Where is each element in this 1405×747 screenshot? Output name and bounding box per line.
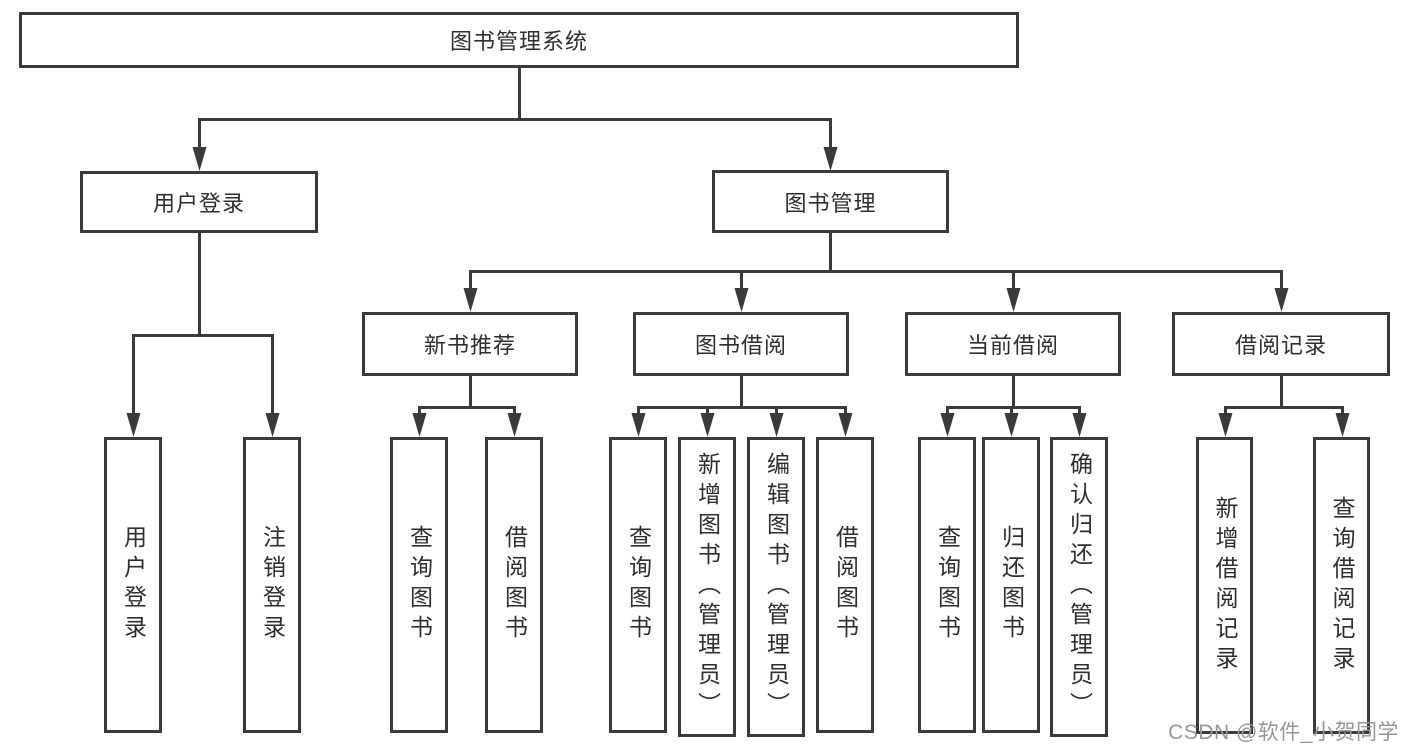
node-new-book-recommend: 新书推荐 <box>362 312 578 376</box>
node-new-book-recommend-label: 新书推荐 <box>423 333 516 358</box>
connector-current-borrow-to-children <box>940 376 1087 437</box>
node-user-login-label: 用户登录 <box>152 191 245 216</box>
leaf-borrow-add-book-admin: 新增图书（管理员） <box>678 437 736 737</box>
node-root: 图书管理系统 <box>19 12 1019 68</box>
leaf-record-query-record: 查询借阅记录 <box>1313 437 1370 734</box>
leaf-current-confirm-return-admin: 确认归还（管理员） <box>1050 437 1108 737</box>
node-current-borrow: 当前借阅 <box>905 312 1121 376</box>
node-user-login: 用户登录 <box>80 171 318 233</box>
arrowhead-down-icon <box>507 413 522 437</box>
connector-book-borrow-to-children <box>631 376 853 437</box>
leaf-current-return-book-label: 归还图书 <box>998 525 1025 645</box>
arrowhead-down-icon <box>838 413 853 437</box>
connector-line <box>132 233 274 414</box>
leaf-record-add-record: 新增借阅记录 <box>1196 437 1253 734</box>
leaf-current-return-book: 归还图书 <box>982 437 1040 733</box>
connector-user-login-to-children <box>126 233 280 437</box>
arrowhead-down-icon <box>126 413 141 437</box>
leaf-user-login-label: 用户登录 <box>120 525 147 645</box>
arrowhead-down-icon <box>412 413 427 437</box>
arrowhead-down-icon <box>1218 413 1233 437</box>
leaf-record-query-record-label: 查询借阅记录 <box>1329 495 1355 676</box>
arrowhead-down-icon <box>192 147 207 171</box>
leaf-recommend-query-book: 查询图书 <box>390 437 448 733</box>
connector-book-management-to-sections <box>463 233 1289 312</box>
arrowhead-down-icon <box>1006 288 1021 312</box>
connector-line <box>946 376 1081 414</box>
connector-new-book-recommend-to-children <box>412 376 522 437</box>
connector-line <box>418 376 516 414</box>
arrowhead-down-icon <box>734 288 749 312</box>
leaf-current-query-book: 查询图书 <box>918 437 976 733</box>
leaf-borrow-edit-book-admin-label: 编辑图书（管理员） <box>763 452 790 722</box>
leaf-record-add-record-label: 新增借阅记录 <box>1212 495 1238 676</box>
arrowhead-down-icon <box>463 288 478 312</box>
leaf-borrow-borrow-book-label: 借阅图书 <box>832 525 859 645</box>
node-book-borrow-label: 图书借阅 <box>694 333 787 358</box>
leaf-borrow-edit-book-admin: 编辑图书（管理员） <box>747 437 805 737</box>
connector-line <box>637 376 847 414</box>
arrowhead-down-icon <box>700 413 715 437</box>
arrowhead-down-icon <box>823 147 838 171</box>
connector-line <box>469 233 1283 290</box>
arrowhead-down-icon <box>1004 413 1019 437</box>
node-current-borrow-label: 当前借阅 <box>966 333 1059 358</box>
arrowhead-down-icon <box>1072 413 1087 437</box>
node-borrow-record-label: 借阅记录 <box>1234 333 1327 358</box>
connector-root-to-branches <box>192 68 838 171</box>
leaf-current-confirm-return-admin-label: 确认归还（管理员） <box>1066 452 1093 722</box>
arrowhead-down-icon <box>1335 413 1350 437</box>
leaf-borrow-borrow-book: 借阅图书 <box>816 437 874 733</box>
connector-line <box>198 68 832 149</box>
leaf-recommend-borrow-book-label: 借阅图书 <box>501 525 528 645</box>
leaf-recommend-borrow-book: 借阅图书 <box>485 437 543 733</box>
leaf-user-login: 用户登录 <box>104 437 162 733</box>
arrowhead-down-icon <box>769 413 784 437</box>
connector-borrow-record-to-children <box>1218 376 1350 437</box>
node-book-management-label: 图书管理 <box>784 190 877 216</box>
leaf-current-query-book-label: 查询图书 <box>934 525 961 645</box>
node-book-borrow: 图书借阅 <box>633 312 849 376</box>
leaf-borrow-query-book-label: 查询图书 <box>625 525 652 645</box>
watermark: CSDN @软件_小贺同学 <box>1168 721 1399 744</box>
arrowhead-down-icon <box>1274 288 1289 312</box>
leaf-borrow-add-book-admin-label: 新增图书（管理员） <box>694 452 721 722</box>
connector-line <box>1224 376 1344 414</box>
arrowhead-down-icon <box>631 413 646 437</box>
leaf-logout: 注销登录 <box>243 437 301 733</box>
node-borrow-record: 借阅记录 <box>1172 312 1390 376</box>
leaf-recommend-query-book-label: 查询图书 <box>406 525 433 645</box>
arrowhead-down-icon <box>265 413 280 437</box>
arrowhead-down-icon <box>940 413 955 437</box>
leaf-borrow-query-book: 查询图书 <box>609 437 667 733</box>
node-root-label: 图书管理系统 <box>449 29 588 54</box>
node-book-management: 图书管理 <box>712 170 949 233</box>
leaf-logout-label: 注销登录 <box>259 525 286 645</box>
